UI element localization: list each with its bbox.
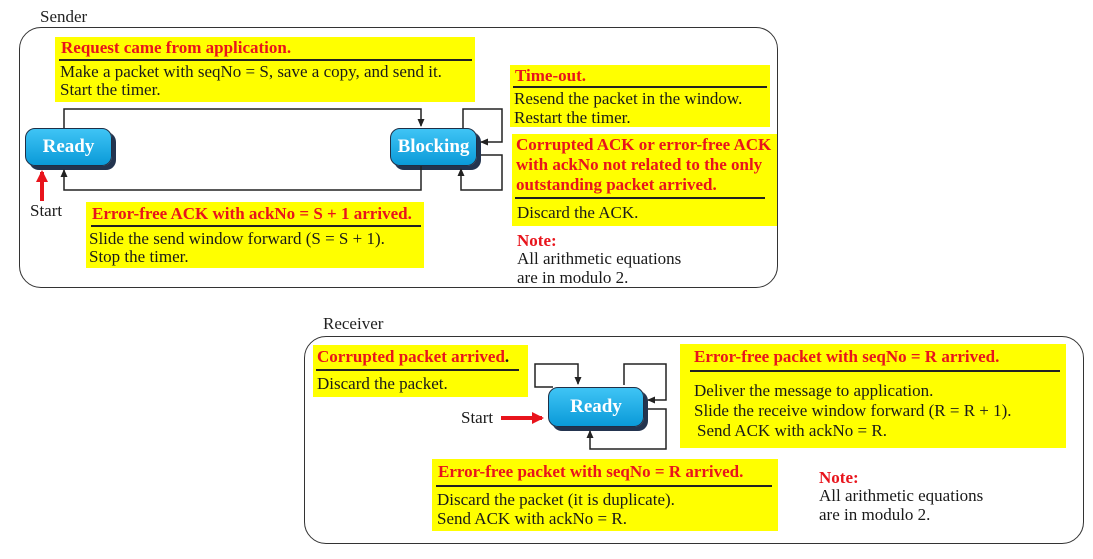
receiver-corrupted-line-1: Discard the packet. [317, 374, 448, 393]
ready-to-blocking-arrow [63, 108, 425, 128]
receiver-corrupted-box: Corrupted packet arrived. Discard the pa… [313, 345, 528, 397]
divider [436, 485, 772, 487]
receiver-duplicate-line-2: Send ACK with ackNo = R. [437, 509, 627, 528]
receiver-corrupted-title-text: Corrupted packet arrived [317, 347, 505, 366]
receiver-duplicate-title: Error-free packet with seqNo = R arrived… [438, 462, 744, 481]
receiver-frame [304, 336, 1084, 544]
sender-errorfree-box: Error-free ACK with ackNo = S + 1 arrive… [86, 202, 424, 268]
blocking-corrupted-loop [457, 154, 503, 191]
sender-request-title: Request came from application. [61, 38, 292, 57]
sender-request-box: Request came from application. Make a pa… [55, 37, 475, 102]
sender-section-label: Sender [40, 7, 88, 26]
sender-timeout-line-2: Restart the timer. [514, 108, 631, 127]
sender-frame [19, 27, 778, 288]
receiver-note-line-1: All arithmetic equations [819, 486, 984, 505]
divider [515, 197, 765, 199]
sender-corrupted-title-1: Corrupted ACK or error-free ACK [516, 135, 772, 154]
receiver-note-line-2: are in modulo 2. [819, 505, 931, 524]
sender-note-line-1: All arithmetic equations [517, 249, 682, 268]
receiver-ready-state: Ready [548, 387, 644, 427]
receiver-duplicate-box: Error-free packet with seqNo = R arrived… [432, 459, 778, 531]
sender-corrupted-box: Corrupted ACK or error-free ACK with ack… [512, 134, 777, 226]
receiver-corrupted-title-suffix: . [504, 347, 510, 366]
receiver-start-label: Start [461, 408, 494, 427]
sender-note-line-2: are in modulo 2. [517, 268, 629, 287]
blocking-to-ready-arrow [60, 166, 422, 191]
sender-timeout-box: Time-out. Resend the packet in the windo… [510, 65, 770, 127]
divider [91, 225, 421, 227]
sender-errorfree-title: Error-free ACK with ackNo = S + 1 arrive… [92, 204, 412, 223]
receiver-section-label: Receiver [323, 314, 384, 333]
receiver-errorfree-line-2: Slide the receive window forward (R = R … [694, 401, 1012, 420]
sender-errorfree-line-1: Slide the send window forward (S = S + 1… [89, 229, 385, 248]
receiver-errorfree-title: Error-free packet with seqNo = R arrived… [694, 347, 1000, 366]
sender-request-line-1: Make a packet with seqNo = S, save a cop… [60, 62, 442, 81]
divider [513, 86, 767, 88]
sender-corrupted-title-3: outstanding packet arrived. [516, 175, 717, 194]
sender-timeout-title: Time-out. [515, 66, 586, 85]
receiver-note-title: Note: [819, 468, 859, 487]
divider [316, 369, 519, 371]
divider [690, 370, 1060, 372]
sender-corrupted-title-2: with ackNo not related to the only [516, 155, 763, 174]
receiver-corrupted-loop [534, 363, 582, 388]
sender-request-line-2: Start the timer. [60, 80, 161, 99]
receiver-errorfree-loop [623, 363, 667, 404]
sender-blocking-state: Blocking [390, 128, 477, 166]
blocking-timeout-loop [462, 108, 503, 146]
sender-ready-state: Ready [25, 128, 112, 166]
sender-errorfree-line-2: Stop the timer. [89, 247, 189, 266]
divider [59, 59, 472, 61]
receiver-corrupted-title: Corrupted packet arrived. [317, 347, 509, 367]
sender-corrupted-line-1: Discard the ACK. [517, 203, 639, 222]
sender-timeout-line-1: Resend the packet in the window. [514, 89, 743, 108]
sender-start-label: Start [30, 201, 63, 220]
receiver-errorfree-box: Error-free packet with seqNo = R arrived… [680, 344, 1066, 448]
sender-note-title: Note: [517, 231, 557, 250]
receiver-duplicate-line-1: Discard the packet (it is duplicate). [437, 490, 675, 509]
receiver-errorfree-line-3: Send ACK with ackNo = R. [697, 421, 887, 440]
receiver-duplicate-loop [586, 408, 667, 450]
receiver-errorfree-line-1: Deliver the message to application. [694, 381, 934, 400]
